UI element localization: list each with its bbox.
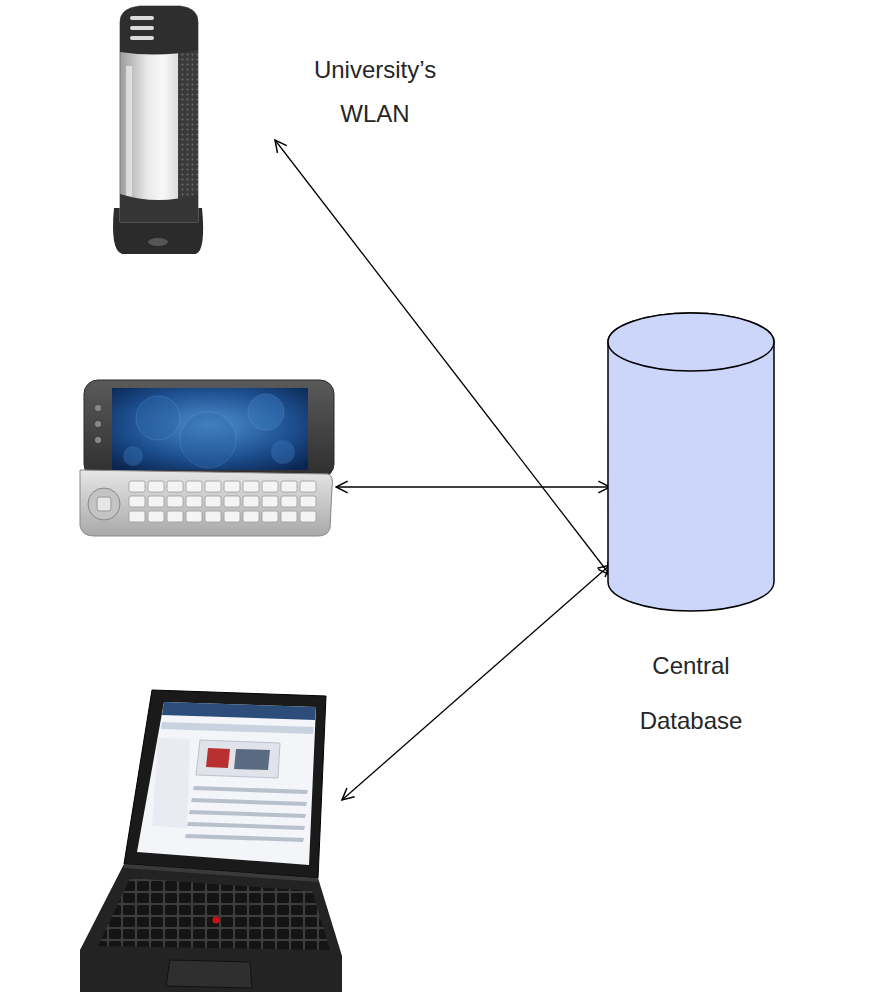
illustration-part [178, 38, 198, 222]
wlan-router [113, 6, 203, 254]
illustration-part [126, 66, 132, 196]
illustration-part [189, 810, 306, 818]
illustration-part [123, 446, 143, 466]
illustration-part [180, 412, 236, 468]
router-node: University’s WLAN [110, 2, 275, 257]
tablet-node [78, 378, 336, 538]
illustration-part [206, 748, 230, 768]
cylinder-body [608, 313, 774, 611]
illustration-part [80, 470, 333, 536]
illustration-part [234, 749, 270, 770]
double-arrow [342, 565, 610, 800]
illustration-part [248, 394, 284, 430]
illustration-part [95, 437, 101, 443]
illustration-part [161, 722, 314, 734]
illustration-part [191, 798, 307, 806]
illustration-part [120, 6, 198, 222]
illustration-part [271, 440, 295, 464]
illustration-part [130, 16, 154, 20]
illustration-part [196, 740, 280, 778]
illustration-part [137, 702, 316, 865]
illustration-part [148, 238, 168, 246]
illustration-part [95, 405, 101, 411]
double-arrow [275, 140, 610, 575]
illustration-part [130, 26, 154, 30]
node-label: Central Database [611, 638, 771, 748]
illustration-part [130, 36, 154, 40]
illustration-part [84, 380, 334, 478]
illustration-part [98, 878, 330, 950]
illustration-part [80, 864, 342, 992]
laptop-node [80, 688, 342, 992]
illustration-part [136, 396, 180, 440]
cylinder-top [608, 313, 774, 371]
node-label: University’s WLAN [300, 48, 450, 136]
illustration-part [88, 488, 120, 520]
illustration-part [95, 421, 101, 427]
tablet-device [80, 380, 334, 536]
illustration-part [120, 194, 198, 222]
double-arrow [336, 486, 610, 487]
illustration-part [185, 834, 304, 842]
laptop [80, 690, 342, 992]
illustration-part [128, 480, 318, 525]
illustration-part [213, 917, 220, 924]
illustration-part [152, 738, 190, 828]
illustration-part [120, 6, 198, 55]
illustration-part [193, 786, 308, 794]
illustration-part [166, 960, 252, 988]
illustration-part [124, 690, 326, 878]
database-cylinder: Central Database [607, 312, 775, 612]
illustration-part [112, 388, 308, 470]
illustration-part [124, 864, 318, 882]
cylinder-outline [607, 312, 775, 612]
illustration-part [187, 822, 305, 830]
illustration-part [97, 497, 111, 511]
illustration-part [162, 702, 316, 720]
